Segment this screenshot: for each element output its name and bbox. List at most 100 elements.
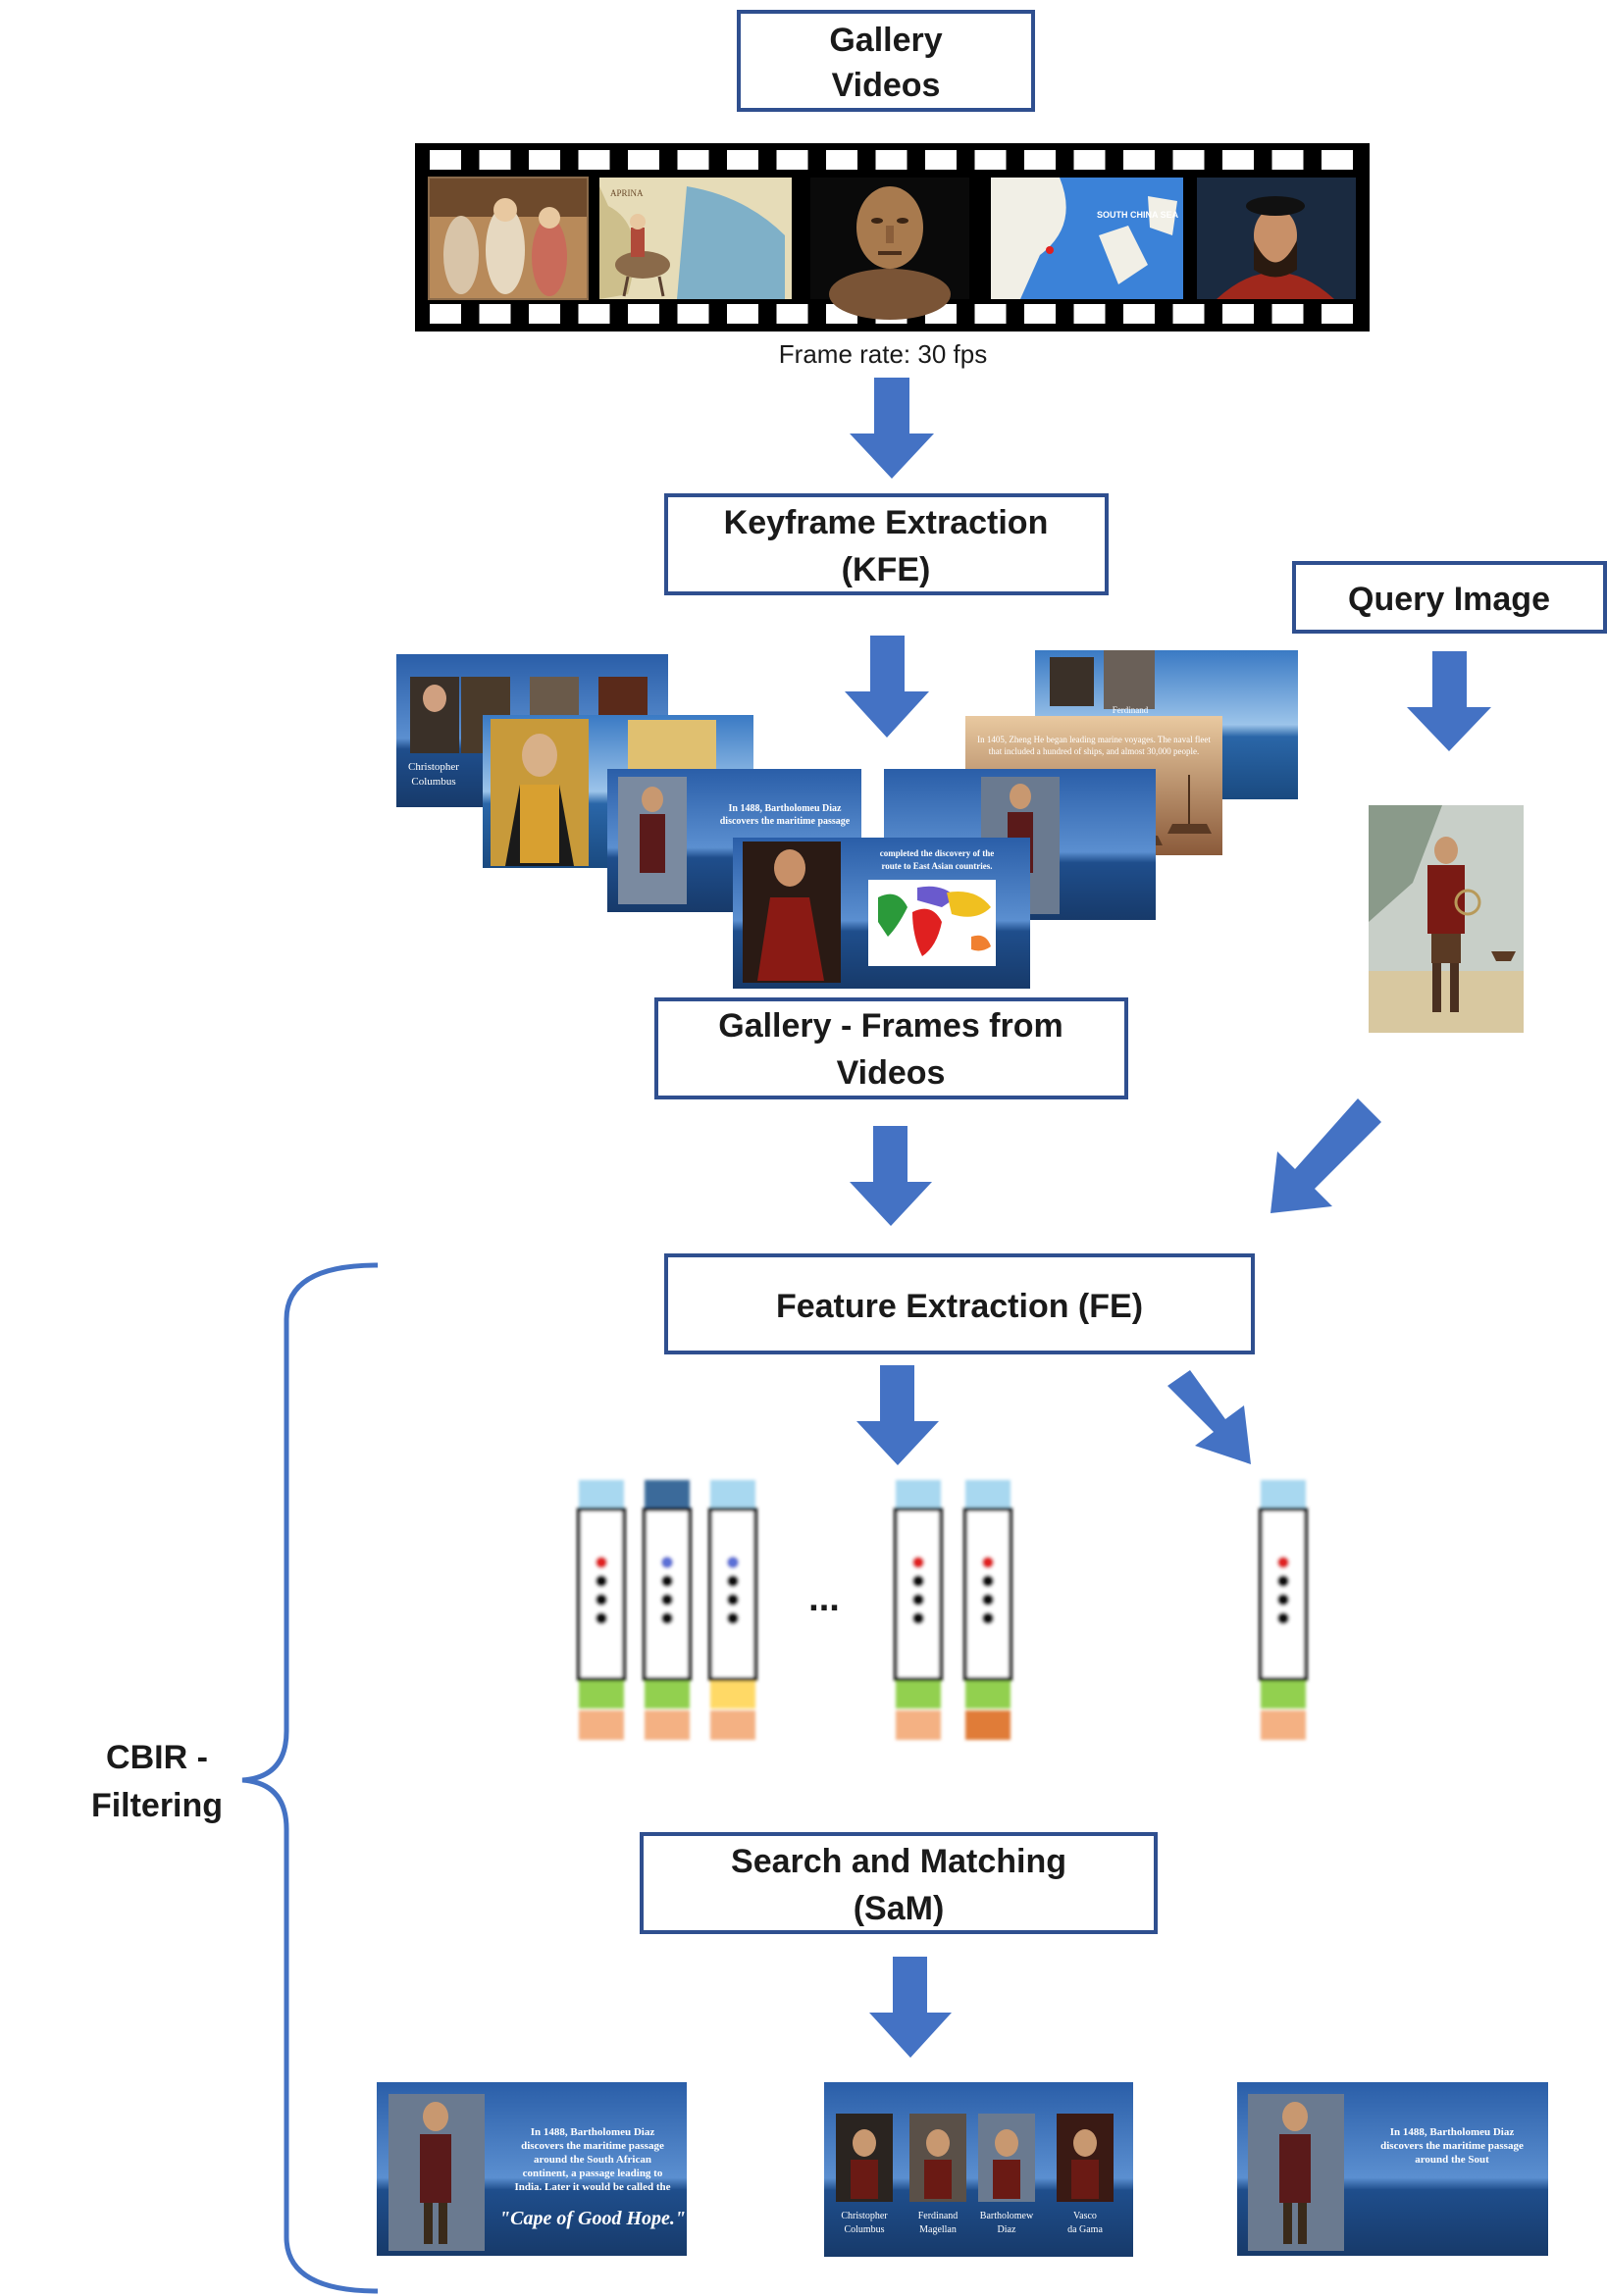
sprocket-hole: [727, 304, 758, 324]
result-3-text-line: around the Sout: [1415, 2154, 1489, 2166]
cbir-label-line2: Filtering: [91, 1787, 223, 1824]
result-3-text-line: discovers the maritime passage: [1380, 2140, 1524, 2152]
sprocket-hole: [925, 150, 957, 170]
gallery-frames-box: Gallery - Frames from Videos: [654, 997, 1128, 1099]
result-frame-3: In 1488, Bartholomeu Diaz discovers the m…: [1237, 2082, 1548, 2256]
sprocket-hole: [974, 150, 1007, 170]
arrow-frames-to-fe: [850, 1126, 932, 1226]
sprocket-hole: [1172, 304, 1205, 324]
gallery-frame-magellan-map: completed the discovery of the route to …: [733, 838, 1030, 989]
result-1-text-line: discovers the maritime passage: [521, 2140, 664, 2152]
feature-vector: [1259, 1480, 1308, 1740]
sprocket-hole: [875, 150, 907, 170]
feature-ellipsis: ...: [808, 1578, 840, 1619]
sprocket-hole: [1024, 304, 1056, 324]
result-1-text-line: In 1488, Bartholomeu Diaz: [531, 2126, 655, 2138]
result-1-text-line: continent, a passage leading to: [523, 2168, 663, 2179]
gallery-frames-line2: Videos: [837, 1054, 946, 1092]
arrow-sam-to-results: [869, 1957, 952, 2058]
result-2-name: Ferdinand: [918, 2211, 959, 2221]
svg-text:APRINA: APRINA: [610, 188, 644, 198]
sprocket-hole: [529, 150, 560, 170]
feature-vector: [577, 1480, 626, 1740]
sprocket-hole: [529, 304, 560, 324]
sprocket-hole: [826, 150, 857, 170]
query-image-box: Query Image: [1292, 561, 1607, 634]
sam-box: Search and Matching (SaM): [640, 1832, 1158, 1934]
result-2-name: Vasco: [1073, 2211, 1097, 2221]
gallery-diaz-text-2: discovers the maritime passage: [720, 816, 851, 827]
gallery-fleet-text-1: In 1405, Zheng He began leading marine v…: [977, 735, 1211, 744]
film-strip: APRINA SOUTH CHINA SEA: [415, 143, 1370, 332]
sprocket-hole: [430, 304, 461, 324]
sprocket-hole: [776, 150, 808, 170]
arrow-fe-to-query-feature: [1167, 1370, 1251, 1464]
result-2-name: Christopher: [841, 2211, 888, 2221]
cbir-label-line1: CBIR -: [106, 1739, 208, 1776]
sprocket-hole: [1322, 304, 1353, 324]
sprocket-hole: [628, 304, 659, 324]
sprocket-hole: [578, 150, 610, 170]
result-1-quote: "Cape of Good Hope.": [499, 2208, 686, 2229]
sprocket-hole: [1123, 150, 1155, 170]
feature-vectors: [577, 1480, 1308, 1740]
sprocket-hole: [1271, 304, 1304, 324]
gallery-columbus-name-2: Columbus: [411, 776, 455, 788]
query-image: [1369, 805, 1524, 1033]
arrow-to-kfe: [850, 378, 934, 479]
gallery-videos-line2: Videos: [832, 67, 941, 104]
cbir-bracket: [241, 1262, 379, 2294]
film-frame-portrait: [1197, 178, 1356, 299]
sprocket-hole: [479, 304, 511, 324]
arrow-to-query-image: [1407, 651, 1491, 751]
result-2-name: Diaz: [998, 2224, 1016, 2235]
frame-rate-caption: Frame rate: 30 fps: [779, 339, 987, 369]
kfe-box: Keyframe Extraction (KFE): [664, 493, 1109, 595]
gallery-columbus-name-1: Christopher: [408, 761, 459, 773]
sprocket-hole: [1024, 150, 1056, 170]
sprocket-hole: [1271, 150, 1304, 170]
sprocket-hole: [1172, 150, 1205, 170]
result-frame-2: ChristopherColumbusFerdinandMagellanBart…: [824, 2082, 1133, 2257]
gallery-magellan-text-1: completed the discovery of the: [880, 848, 994, 858]
gallery-videos-line1: Gallery: [829, 22, 942, 59]
sprocket-hole: [628, 150, 659, 170]
gallery-frames-line1: Gallery - Frames from: [718, 1007, 1063, 1045]
sprocket-hole: [1123, 304, 1155, 324]
sam-line2: (SaM): [854, 1890, 945, 1927]
sprocket-hole: [578, 304, 610, 324]
sprocket-hole: [677, 150, 709, 170]
sprocket-hole: [1073, 150, 1106, 170]
result-2-name: Magellan: [919, 2224, 957, 2235]
gallery-videos-box: Gallery Videos: [737, 10, 1035, 112]
sprocket-hole: [776, 304, 808, 324]
feature-vector: [963, 1480, 1012, 1740]
gallery-diaz-text-1: In 1488, Bartholomeu Diaz: [729, 803, 843, 814]
film-sprockets-top: [430, 150, 1353, 170]
feature-vector: [708, 1480, 757, 1740]
film-frame-painting: [428, 177, 589, 300]
sam-line1: Search and Matching: [731, 1843, 1066, 1880]
result-2-name: da Gama: [1067, 2224, 1103, 2235]
sprocket-hole: [677, 304, 709, 324]
query-image-label: Query Image: [1348, 581, 1550, 618]
sprocket-hole: [1073, 304, 1106, 324]
film-frame-map: APRINA: [599, 178, 792, 299]
result-2-name: Columbus: [844, 2224, 884, 2235]
svg-text:SOUTH CHINA SEA: SOUTH CHINA SEA: [1097, 210, 1179, 220]
gallery-fleet-text-2: that included a hundred of ships, and al…: [989, 746, 1199, 756]
result-frame-1: In 1488, Bartholomeu Diaz discovers the m…: [377, 2082, 687, 2256]
arrow-fe-to-gallery-features: [856, 1365, 939, 1465]
gallery-magellan-text-2: route to East Asian countries.: [881, 861, 992, 871]
fe-box: Feature Extraction (FE): [664, 1253, 1255, 1354]
arrow-kfe-to-frames: [845, 636, 929, 738]
gallery-ferdinand-name: Ferdinand: [1113, 705, 1149, 715]
sprocket-hole: [727, 150, 758, 170]
result-2-portrait: Vasco da Gama: [1057, 2114, 1114, 2235]
sprocket-hole: [974, 304, 1007, 324]
result-3-text-line: In 1488, Bartholomeu Diaz: [1390, 2126, 1515, 2138]
